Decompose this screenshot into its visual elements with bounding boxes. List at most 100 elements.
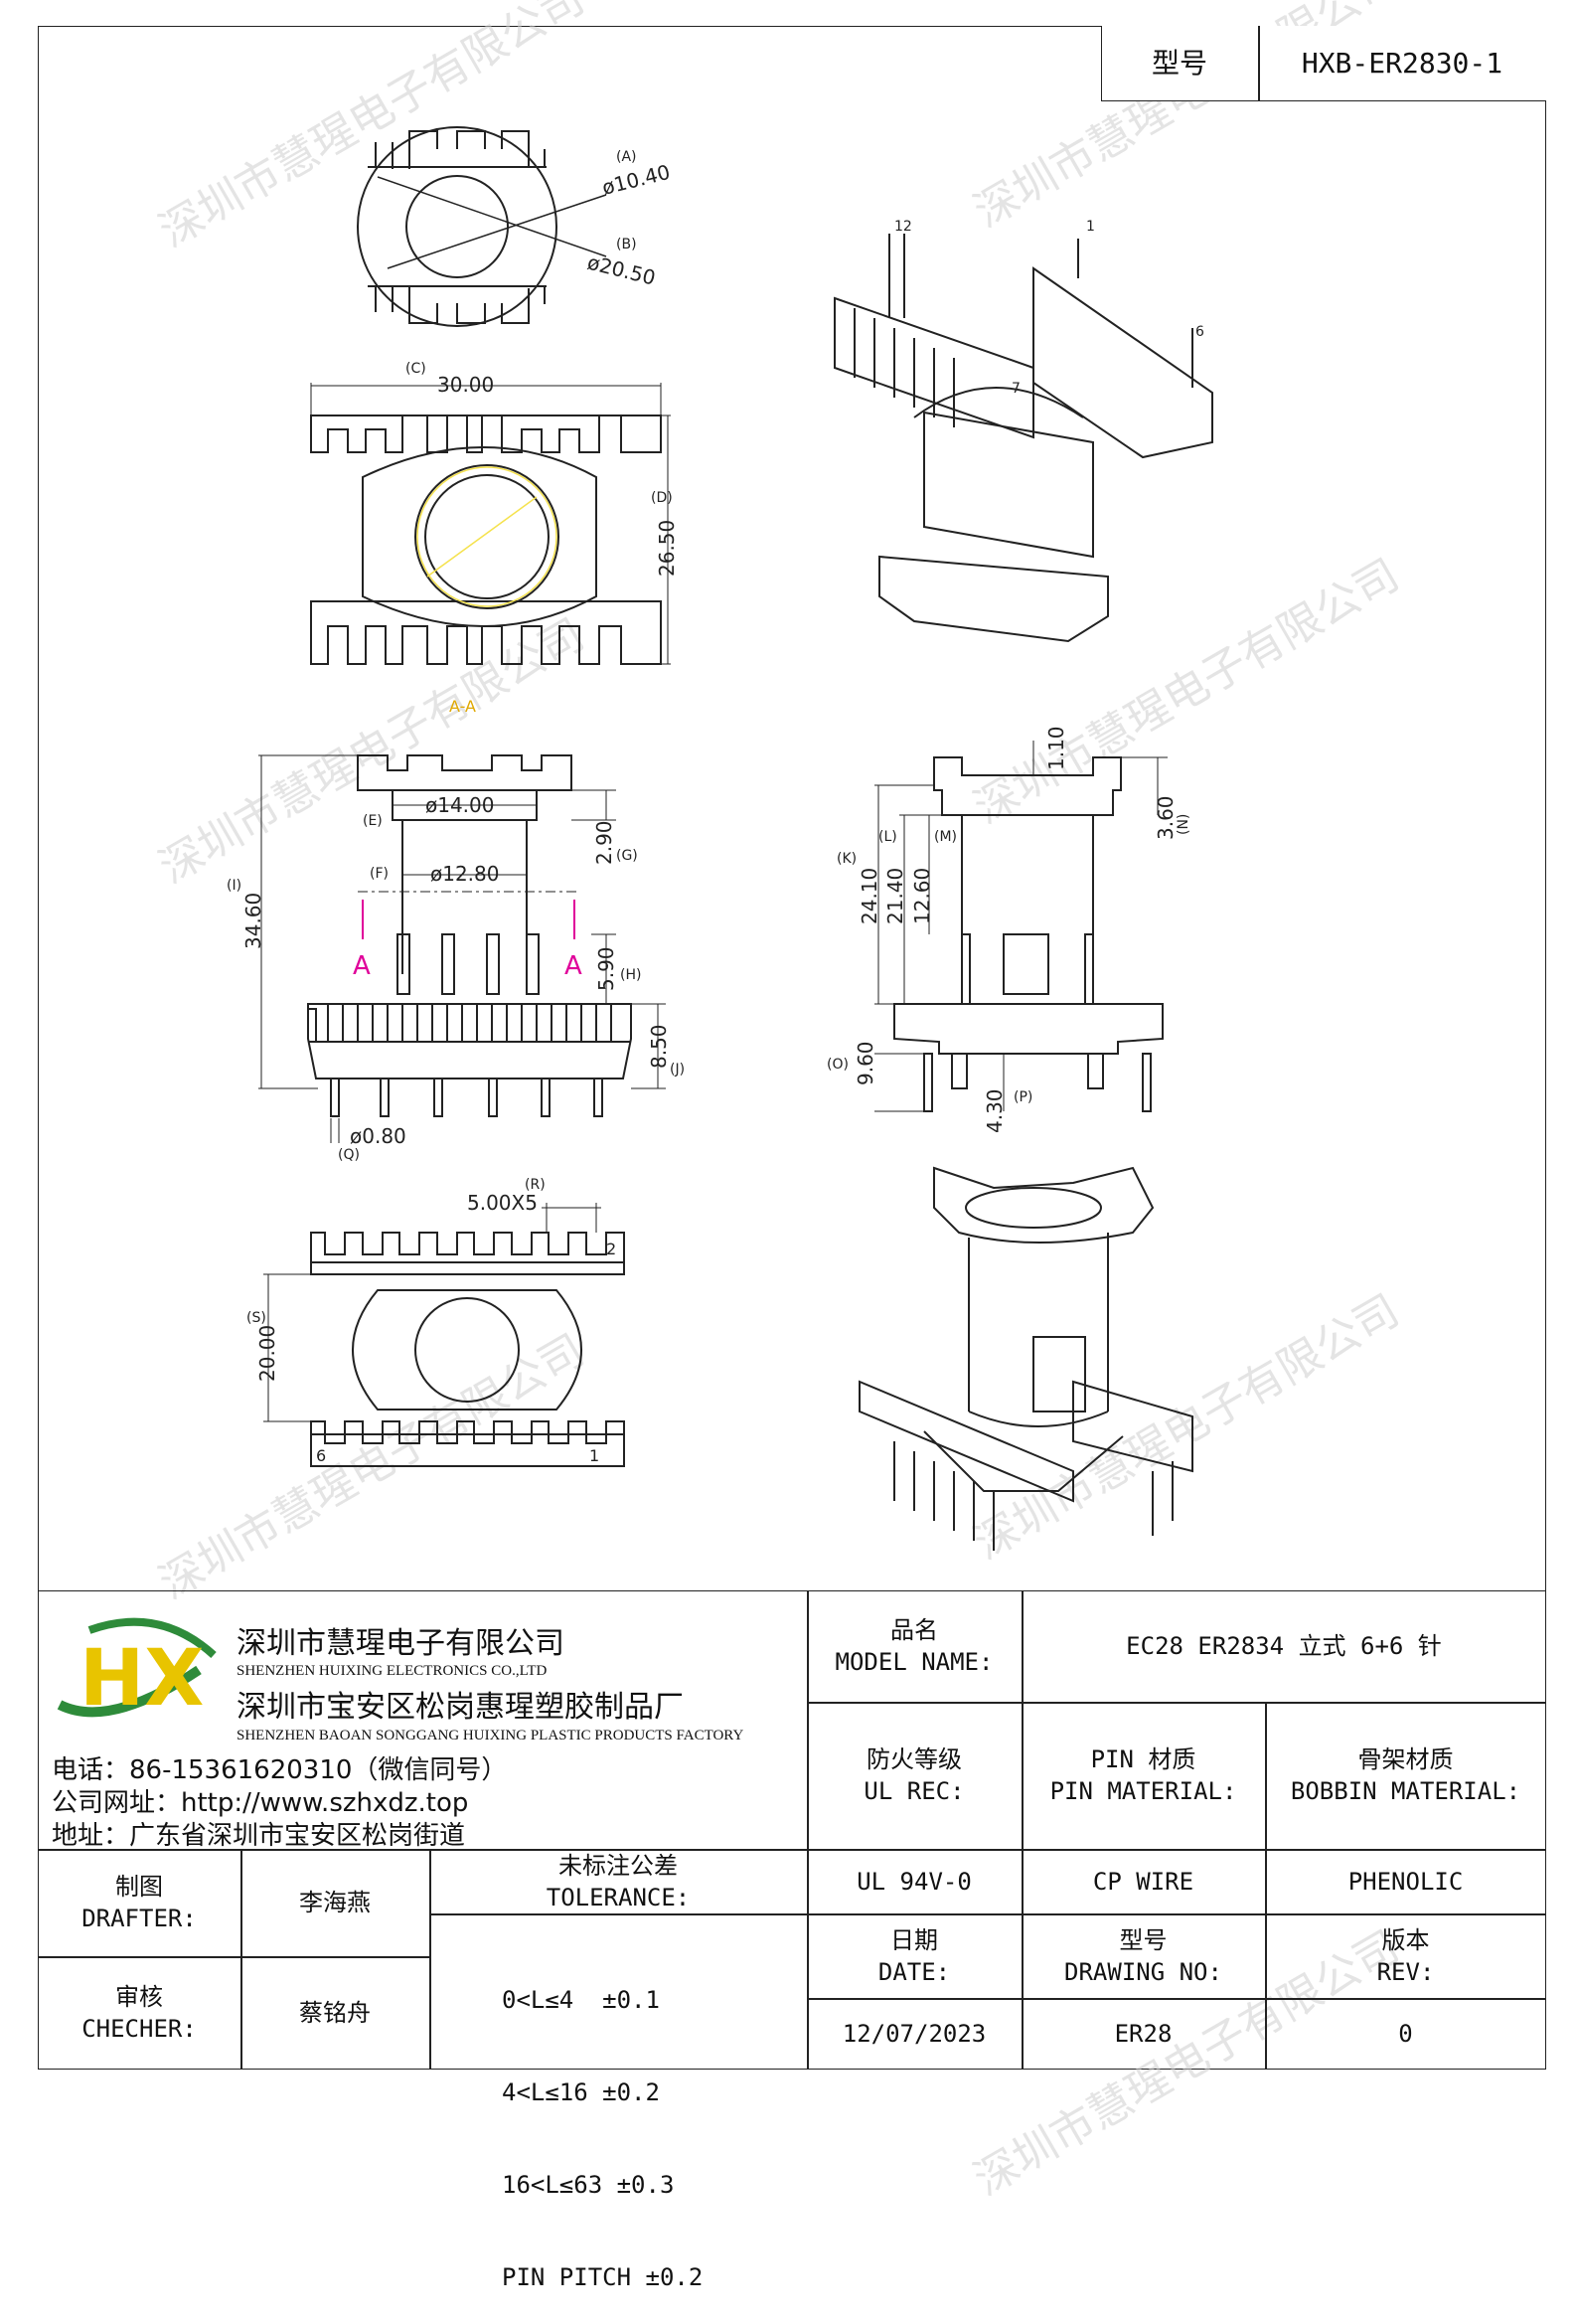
date-value: 12/07/2023	[842, 2020, 987, 2048]
drawing-no-en: DRAWING NO:	[1064, 1957, 1222, 1986]
model-name-en: MODEL NAME:	[835, 1648, 994, 1676]
section-mark-left: A	[353, 951, 371, 981]
checker-en: CHECHER:	[81, 2015, 197, 2043]
section-label: A-A	[449, 697, 476, 716]
dim-a: ø10.40	[599, 160, 672, 200]
bobbin-material-en: BOBBIN MATERIAL:	[1290, 1777, 1521, 1805]
iso-pin-6: 6	[1195, 324, 1204, 340]
dim-ref-s: (S)	[246, 1310, 266, 1326]
company-name-cn: 深圳市慧瑆电子有限公司	[237, 1626, 564, 1661]
dim-l: 21.40	[883, 868, 907, 924]
dim-ref-q: (Q)	[338, 1147, 360, 1163]
company-name-en: SHENZHEN HUIXING ELECTRONICS CO.,LTD	[237, 1663, 548, 1679]
dim-ref-b: (B)	[616, 237, 637, 252]
header-model-label: 型号	[1151, 47, 1207, 80]
dim-ref-c: (C)	[405, 361, 426, 377]
dim-s: 20.00	[255, 1325, 279, 1382]
dim-ref-d: (D)	[651, 490, 673, 506]
bobbin-material-value: PHENOLIC	[1347, 1867, 1464, 1896]
rev-cn: 版本	[1381, 1925, 1430, 1954]
iso-pin-1: 1	[1086, 219, 1095, 235]
dim-ref-k: (K)	[837, 851, 857, 867]
iso-pin-7: 7	[1012, 381, 1021, 397]
dim-b: ø20.50	[585, 250, 658, 290]
tolerance-cn: 未标注公差	[558, 1851, 678, 1880]
drawing-frame	[38, 26, 1546, 2070]
dim-ref-a: (A)	[616, 149, 637, 165]
drafter-en: DRAFTER:	[81, 1905, 197, 1932]
dim-q: ø0.80	[350, 1124, 406, 1148]
dim-ref-p: (P)	[1014, 1089, 1032, 1105]
checker-name: 蔡铭舟	[299, 1999, 371, 2027]
dim-c: 30.00	[437, 373, 494, 397]
ul-rec-en: UL REC:	[864, 1777, 965, 1805]
dim-ref-m: (M)	[934, 829, 957, 845]
ul-rec-cn: 防火等级	[867, 1745, 962, 1773]
pin-label-6: 6	[316, 1446, 326, 1465]
dim-i: 34.60	[241, 893, 265, 949]
header-model-box	[1101, 26, 1546, 101]
dim-r: 5.00X5	[467, 1191, 538, 1215]
dim-o: 9.60	[854, 1041, 877, 1085]
tolerance-line: PIN PITCH ±0.2	[502, 2263, 704, 2291]
checker-cn: 审核	[115, 1983, 163, 2011]
company-phone: 电话：86-15361620310（微信同号）	[52, 1755, 508, 1785]
model-name-value: EC28 ER2834 立式 6+6 针	[1126, 1632, 1442, 1660]
company-website[interactable]: 公司网址：http://www.szhxdz.top	[52, 1788, 469, 1818]
pin-material-value: CP WIRE	[1092, 1867, 1194, 1896]
tolerance-line: 4<L≤16 ±0.2	[502, 2078, 660, 2106]
dim-ref-n: (N)	[1176, 814, 1191, 835]
factory-name-en: SHENZHEN BAOAN SONGGANG HUIXING PLASTIC …	[237, 1728, 744, 1743]
pin-material-en: PIN MATERIAL:	[1049, 1777, 1237, 1805]
dim-e: ø14.00	[425, 793, 495, 817]
model-name-cn: 品名	[890, 1616, 938, 1644]
dim-ref-j: (J)	[670, 1062, 685, 1078]
iso-view-top	[834, 234, 1213, 643]
top-view	[357, 126, 607, 327]
company-logo: HX	[57, 1617, 217, 1724]
dim-f: ø12.80	[430, 862, 500, 886]
date-en: DATE:	[877, 1957, 951, 1986]
dim-h: 5.90	[594, 946, 618, 991]
header-model-value: HXB-ER2830-1	[1301, 47, 1503, 80]
tolerance-en: TOLERANCE:	[546, 1883, 691, 1911]
bobbin-material-cn: 骨架材质	[1357, 1745, 1454, 1773]
side-view	[874, 741, 1168, 1112]
dim-j: 8.50	[647, 1024, 671, 1069]
ul-value: UL 94V-0	[857, 1867, 972, 1896]
tolerance-line: 0<L≤4 ±0.1	[502, 1986, 660, 2014]
dim-ref-o: (O)	[827, 1057, 849, 1073]
dim-d: 26.50	[655, 520, 679, 577]
plan-view	[310, 383, 671, 665]
dim-ref-e: (E)	[363, 813, 383, 829]
iso-view-bottom	[859, 1166, 1193, 1551]
pin-material-cn: PIN 材质	[1090, 1745, 1196, 1773]
pin-label-2: 2	[606, 1240, 616, 1258]
dim-g: 2.90	[592, 820, 616, 865]
drafter-cn: 制图	[115, 1873, 163, 1901]
dim-p: 4.30	[983, 1088, 1007, 1133]
pin-label-1: 1	[589, 1446, 599, 1465]
dim-side-top: 1.10	[1044, 726, 1068, 770]
drawing-no-cn: 型号	[1119, 1925, 1168, 1954]
front-view	[258, 754, 666, 1143]
drafter-name: 李海燕	[299, 1889, 371, 1916]
date-cn: 日期	[890, 1925, 938, 1954]
title-block	[38, 1590, 1546, 2070]
dim-m: 12.60	[910, 868, 934, 924]
rev-en: REV:	[1376, 1957, 1435, 1986]
dim-n: 3.60	[1154, 795, 1178, 840]
logo-text: HX	[79, 1634, 204, 1724]
company-address: 地址：广东省深圳市宝安区松岗街道	[52, 1821, 466, 1851]
technical-drawing: (A) ø10.40 (B) ø20.50 (C) 30.00 (D) 26.5…	[227, 126, 1213, 1551]
dim-ref-f: (F)	[370, 866, 389, 882]
dim-ref-i: (I)	[227, 878, 241, 894]
rev-value: 0	[1398, 2020, 1413, 2048]
factory-name-cn: 深圳市宝安区松岗惠瑆塑胶制品厂	[237, 1690, 684, 1725]
dim-ref-r: (R)	[525, 1177, 546, 1193]
iso-pin-12: 12	[894, 219, 912, 235]
dim-ref-h: (H)	[620, 967, 641, 983]
bottom-view	[263, 1203, 625, 1467]
tolerance-line: 16<L≤63 ±0.3	[502, 2171, 675, 2199]
dim-ref-g: (G)	[616, 848, 638, 864]
